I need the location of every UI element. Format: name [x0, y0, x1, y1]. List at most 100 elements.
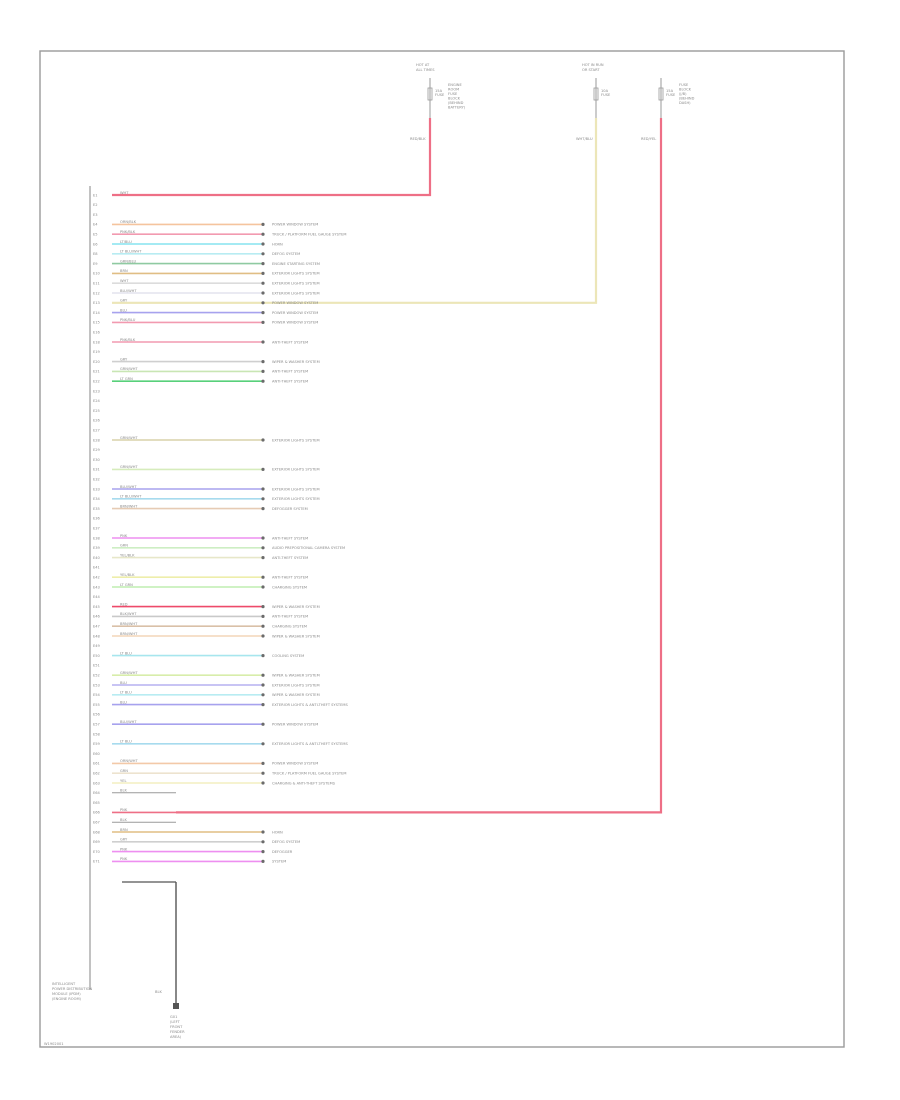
pin-label: E59 — [93, 742, 101, 746]
source-heading: HOT AT — [416, 63, 430, 67]
wire-color-label: LT/BLU — [120, 240, 132, 244]
destination-label: TRUCK / PLATFORM FUEL GAUGE SYSTEM — [271, 772, 346, 776]
fuse-location: (BEHIND — [679, 97, 695, 101]
pin-label: E31 — [93, 468, 100, 472]
module-label-line: (ENGINE ROOM) — [52, 997, 82, 1001]
ground-label-line: FENDER — [170, 1030, 185, 1034]
connector-row: E56 — [93, 713, 101, 717]
module-label: INTELLIGENT POWER DISTRIBUTION MODULE (I… — [52, 982, 92, 1001]
wire-color-label: GRN/WHT — [120, 671, 138, 675]
wire-color-label: GRY — [120, 357, 128, 361]
wire-color-label: GRN/WHT — [120, 367, 138, 371]
connector-row: E41 — [93, 566, 100, 570]
wire-color-label: GRN/WHT — [120, 436, 138, 440]
destination-label: DEFOG SYSTEM — [272, 252, 300, 256]
pin-label: E25 — [93, 409, 100, 413]
connector-row: E37 — [93, 527, 100, 531]
connector-row: E36 — [93, 517, 101, 521]
fuse-location: BLOCK — [679, 88, 692, 92]
wire-color-label: BLK — [120, 818, 127, 822]
connector-row: E65 — [93, 801, 100, 805]
fuse-rating: FUSE — [435, 93, 445, 97]
connector-row: E58 — [93, 732, 101, 736]
pin-label: E36 — [93, 517, 101, 521]
source-heading: ALL TIMES — [416, 68, 435, 72]
destination-label: WIPER & WASHER SYSTEM — [272, 693, 320, 697]
pin-label: E54 — [93, 693, 101, 697]
fuse-location: ROOM — [448, 88, 459, 92]
connector-terminal — [261, 507, 265, 511]
connector-terminal — [261, 271, 265, 275]
pin-label: E52 — [93, 674, 100, 678]
pin-label: E71 — [93, 860, 100, 864]
pin-label: E14 — [93, 311, 101, 315]
pin-label: E48 — [93, 634, 101, 638]
destination-label: DEFOGGER SYSTEM — [272, 507, 308, 511]
connector-terminal — [261, 497, 265, 501]
wire-color-label: BRN/WHT — [120, 632, 138, 636]
destination-label: ANTI-THEFT SYSTEM — [272, 340, 308, 344]
pin-label: E12 — [93, 291, 100, 295]
wire-color-label: BRN/WHT — [120, 504, 138, 508]
connector-row: E26 — [93, 419, 101, 423]
connector-terminal — [261, 281, 265, 285]
connector-terminal — [261, 673, 265, 677]
pin-label: E57 — [93, 723, 100, 727]
ground-block: BLK G01 (LEFT FRONT FENDER AREA) — [122, 881, 185, 1039]
connector-row: E44 — [93, 595, 101, 599]
pin-label: E55 — [93, 703, 100, 707]
destination-label: AUDIO PREPOSITIONAL CAMERA SYSTEM — [272, 546, 345, 550]
wire-color-label: LT GRN — [120, 377, 133, 381]
destination-label: ANTI-THEFT SYSTEM — [272, 615, 308, 619]
destination-label: CHARGING SYSTEM — [272, 625, 307, 629]
connector-row: E29 — [93, 448, 101, 452]
destination-label: CHARGING SYSTEM — [272, 585, 307, 589]
wire-color-label: BLU/WHT — [120, 289, 137, 293]
pin-label: E64 — [93, 791, 101, 795]
pin-label: E23 — [93, 389, 100, 393]
connector-terminal — [261, 369, 265, 373]
connector-terminal — [261, 703, 265, 707]
pin-label: E43 — [93, 585, 100, 589]
wire-color-label: BLK/WHT — [120, 612, 137, 616]
destination-label: SYSTEM — [272, 860, 286, 864]
fuse-icon — [658, 87, 664, 101]
destination-label: TRUCK / PLATFORM FUEL GAUGE SYSTEM — [271, 233, 346, 237]
connector-terminal — [261, 556, 265, 560]
pin-label: E69 — [93, 840, 101, 844]
connector-terminal — [261, 585, 265, 589]
wire-color-label: BLU — [120, 308, 127, 312]
wire-color-label: PNK — [120, 847, 128, 851]
pin-label: E60 — [93, 752, 101, 756]
connector-terminal — [261, 693, 265, 697]
wire-color-label: GRY — [120, 299, 128, 303]
fuse-rating: 15A — [666, 89, 674, 93]
connector-row: E47 BRN/WHT CHARGING SYSTEM — [93, 622, 307, 629]
pin-label: E46 — [93, 615, 101, 619]
destination-label: EXTERIOR LIGHTS SYSTEM — [272, 291, 320, 295]
destination-label: POWER WINDOW SYSTEM — [272, 311, 318, 315]
wire-color-label: BRN/WHT — [120, 622, 138, 626]
connector-terminal — [261, 850, 265, 854]
pin-label: E5 — [93, 233, 98, 237]
pin-label: E41 — [93, 566, 100, 570]
connector-terminal — [261, 575, 265, 579]
connector-terminal — [261, 771, 265, 775]
wire-color-label: LT BLU — [120, 691, 132, 695]
pin-label: E47 — [93, 625, 100, 629]
